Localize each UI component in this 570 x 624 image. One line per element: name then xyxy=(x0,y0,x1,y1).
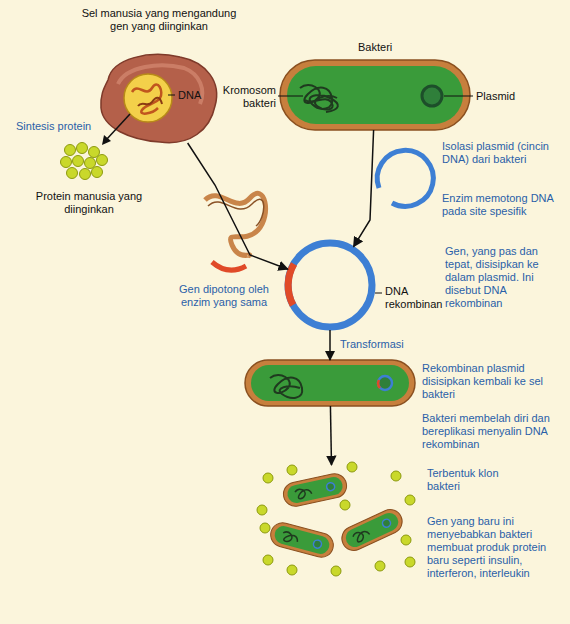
bacteria-clone-drawing xyxy=(263,473,273,483)
transformed-bacterium-drawing xyxy=(270,375,302,398)
node-text: Sel manusia yang mengandung gen yang dii… xyxy=(78,7,240,33)
dna-strands xyxy=(208,199,264,226)
part-label: Plasmid xyxy=(476,90,536,103)
transformed-bacterium-drawing xyxy=(245,360,415,406)
bacterium-drawing xyxy=(280,60,470,130)
bacteria-clone-drawing xyxy=(295,487,313,499)
bacteria-clone-drawing xyxy=(287,465,297,475)
bacterium-drawing xyxy=(305,96,337,110)
bacteria-clone-drawing xyxy=(268,520,336,560)
protein-balls xyxy=(67,168,78,179)
arrow-connector xyxy=(188,143,288,269)
step-label: Bakteri membelah diri dan bereplikasi me… xyxy=(422,412,564,451)
bacteria-clone-drawing xyxy=(401,535,411,545)
protein-balls xyxy=(61,143,108,180)
bacteria-clone-drawing xyxy=(405,495,415,505)
node-text: Bakteri xyxy=(358,41,418,54)
bacteria-clone-drawing xyxy=(405,557,415,567)
bacteria-clone-drawing xyxy=(340,500,350,510)
bacteria-clone-drawing xyxy=(375,561,385,571)
step-label: Gen yang baru ini menyebabkan bakteri me… xyxy=(427,515,563,580)
transformed-bacterium: Rekombinan plasmid disisipkan kembali ke… xyxy=(245,360,415,406)
bacteria-clone: Terbentuk klon bakteri xyxy=(250,465,415,575)
isolated-plasmid xyxy=(377,150,433,206)
product-label: Protein manusia yang diinginkan xyxy=(34,190,144,216)
synthesis-arrow xyxy=(106,114,130,140)
bacteria-clone-drawing xyxy=(260,523,270,533)
step-label: Enzim memotong DNA pada site spesifik xyxy=(442,192,554,218)
bacteria-clone-drawing xyxy=(347,462,357,472)
protein-balls xyxy=(80,169,91,180)
bacterium-drawing xyxy=(422,86,442,106)
leader-line xyxy=(278,96,303,97)
protein-balls xyxy=(61,157,72,168)
bacteria-clone-drawing xyxy=(338,506,406,555)
arrow-connector xyxy=(330,406,331,465)
protein-balls xyxy=(73,156,84,167)
bacteria-clone-drawing xyxy=(268,520,336,560)
step-label: Isolasi plasmid (cincin DNA) dari bakter… xyxy=(442,140,566,166)
arrow-connector xyxy=(354,130,374,247)
dna-strands xyxy=(205,193,266,270)
bacteria-clone-drawing xyxy=(263,555,273,565)
transformed-bacterium-drawing xyxy=(251,365,409,401)
bacteria-clone-drawing xyxy=(281,472,349,509)
bacteria-clone-drawing xyxy=(343,510,401,550)
bacteria-clone-drawing xyxy=(287,565,297,575)
bacteria-clone-drawing xyxy=(331,566,341,576)
node-text: Terbentuk klon bakteri xyxy=(427,467,522,493)
protein-balls xyxy=(92,167,103,178)
bacteria-clone-drawing xyxy=(281,531,299,544)
bacterium: Bakteri xyxy=(280,60,470,130)
synthesis-arrow xyxy=(102,114,130,145)
leader-line xyxy=(168,95,175,96)
bacteria-clone-drawing xyxy=(326,482,335,491)
recombinant-ring-drawing xyxy=(288,243,372,327)
leader-line xyxy=(444,96,473,97)
transformed-bacterium-drawing xyxy=(245,360,415,406)
protein-balls xyxy=(65,145,76,156)
bacteria-clone-drawing xyxy=(273,524,332,556)
bacteria-clone-drawing xyxy=(352,528,370,543)
step-label: Gen dipotong oleh enzim yang sama xyxy=(166,283,282,309)
part-label: Kromosom bakteri xyxy=(214,84,276,110)
step-label: Sintesis protein xyxy=(16,120,111,133)
human-cell-drawing xyxy=(124,74,172,122)
protein-balls xyxy=(97,155,108,166)
recombinant-ring-drawing xyxy=(288,264,294,305)
bacteria-clone-drawing xyxy=(381,518,392,529)
human-cell-drawing xyxy=(132,85,161,114)
bacteria-clone-drawing xyxy=(338,506,406,555)
bacteria-clone-drawing xyxy=(281,472,349,509)
step-label: Gen, yang pas dan tepat, disisipkan ke d… xyxy=(445,245,565,310)
dna-strands xyxy=(212,262,246,270)
synthesis-arrow xyxy=(102,135,111,145)
bacterium-drawing xyxy=(300,85,338,112)
bacteria-clone-drawing xyxy=(257,462,415,576)
protein-balls xyxy=(77,143,88,154)
dna-label: DNA xyxy=(178,89,218,102)
node-text: DNA rekombinan xyxy=(385,285,441,311)
transformed-bacterium-drawing xyxy=(378,376,392,390)
bacteria-clone-drawing xyxy=(257,505,267,515)
bacteria-clone-drawing xyxy=(313,539,323,549)
leader-line xyxy=(375,293,382,294)
bacterium-drawing xyxy=(287,66,463,124)
arrow-connector xyxy=(329,330,331,360)
human-cell-drawing xyxy=(138,98,162,106)
bacterium-drawing xyxy=(280,60,470,130)
recombinant-ring-drawing xyxy=(288,243,372,327)
bacteria-clone-drawing xyxy=(391,471,401,481)
recombinant-dna-ring: DNA rekombinan xyxy=(285,240,375,330)
node-text: Rekombinan plasmid disisipkan kembali ke… xyxy=(422,362,564,401)
protein-balls xyxy=(85,158,96,169)
edge-label: Transformasi xyxy=(338,338,406,351)
transformed-bacterium-drawing xyxy=(378,380,380,388)
bacteria-clone-drawing xyxy=(286,475,345,504)
